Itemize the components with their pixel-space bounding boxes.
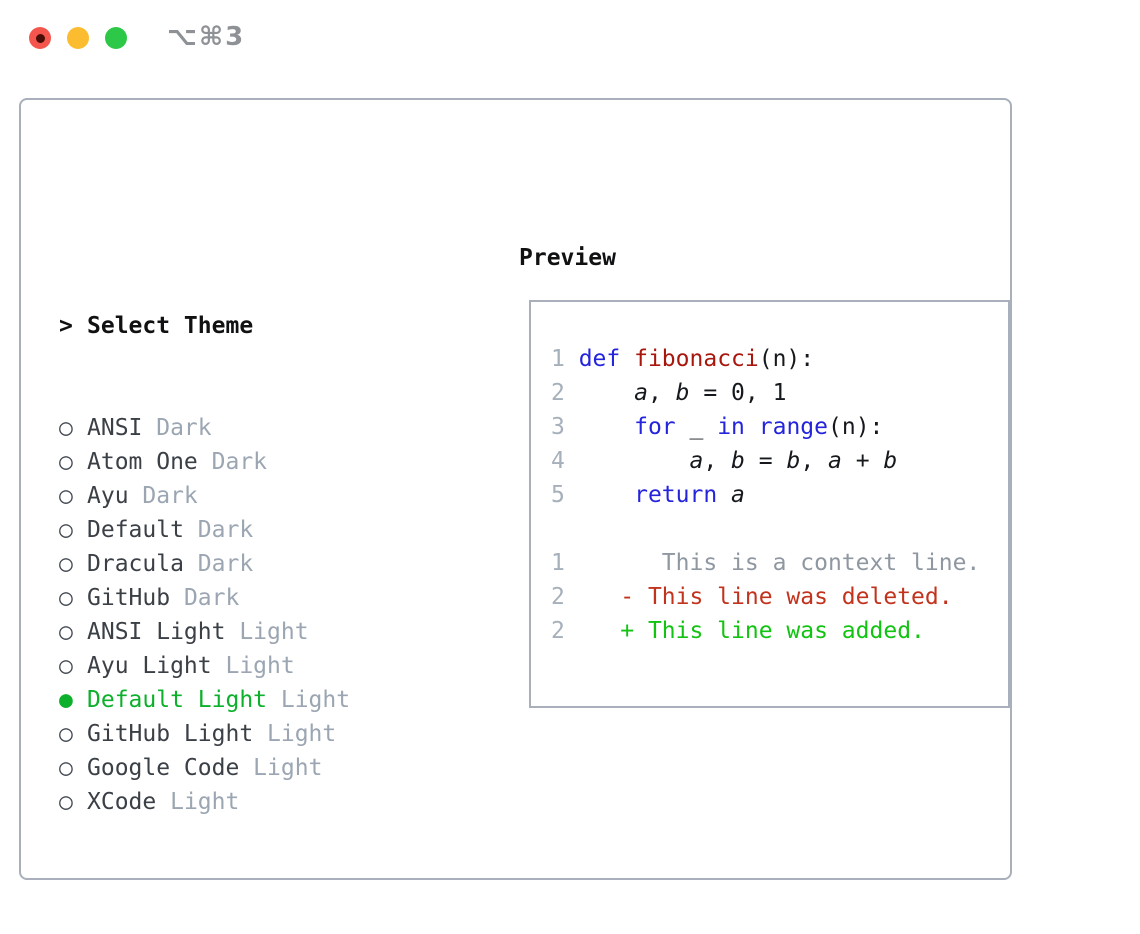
theme-item-ansi-light[interactable]: ○ ANSI Light Light	[59, 615, 447, 649]
theme-item-label: Ayu Light	[87, 653, 212, 679]
theme-item-label: Atom One	[87, 449, 198, 475]
theme-item-ayu[interactable]: ○ Ayu Dark	[59, 479, 447, 513]
traffic-lights	[29, 27, 127, 49]
theme-item-label: GitHub	[87, 585, 171, 611]
theme-item-label: ANSI Light	[87, 619, 226, 645]
theme-item-label: Dracula	[87, 551, 184, 577]
diff-line-context: 1 This is a context line.	[551, 546, 980, 580]
theme-item-github-light[interactable]: ○ GitHub Light Light	[59, 717, 447, 751]
theme-item-default[interactable]: ○ Default Dark	[59, 513, 447, 547]
preview-header-label: Preview	[519, 245, 616, 271]
spacer	[59, 887, 447, 921]
code-line: 5 return a	[551, 482, 745, 508]
diff-line-added: 2 + This line was added.	[551, 614, 980, 648]
diff-line-deleted: 2 - This line was deleted.	[551, 580, 980, 614]
close-button-icon[interactable]	[29, 27, 51, 49]
radio-icon: ○	[59, 755, 73, 781]
line-number: 5	[551, 482, 579, 508]
theme-item-variant: Dark	[183, 551, 254, 577]
theme-item-google-code[interactable]: ○ Google Code Light	[59, 751, 447, 785]
zoom-button-icon[interactable]	[105, 27, 127, 49]
theme-item-variant: Light	[267, 687, 351, 713]
main-panel: > Select Theme ○ ANSI Dark ○ Atom One Dark ○ A…	[19, 98, 1012, 880]
theme-list: ○ ANSI Dark ○ Atom One Dark ○ Ayu Dark ○ Defaul…	[59, 411, 447, 819]
theme-item-label: Default Light	[87, 687, 268, 713]
code-line: 4 a, b = b, a + b	[551, 448, 898, 474]
code-preview: 1 def fibonacci(n): 2 a, b = 0, 1 3 for _ …	[551, 342, 980, 648]
radio-selected-icon: ●	[59, 687, 73, 713]
theme-item-variant: Dark	[197, 449, 268, 475]
theme-item-label: Ayu	[87, 483, 129, 509]
prompt-icon: >	[59, 313, 73, 339]
theme-item-github[interactable]: ○ GitHub Dark	[59, 581, 447, 615]
theme-item-ayu-light[interactable]: ○ Ayu Light Light	[59, 649, 447, 683]
theme-list-header-label: Select Theme	[87, 313, 254, 339]
theme-item-variant: Light	[211, 653, 295, 679]
theme-item-xcode[interactable]: ○ XCode Light	[59, 785, 447, 819]
blank-line	[551, 512, 980, 546]
line-number: 1	[551, 550, 579, 576]
theme-item-variant: Dark	[170, 585, 240, 611]
line-number: 2	[551, 618, 579, 644]
line-number: 2	[551, 380, 579, 406]
line-number: 1	[551, 346, 579, 372]
radio-icon: ○	[59, 619, 73, 645]
theme-item-variant: Dark	[183, 517, 254, 543]
radio-icon: ○	[59, 449, 73, 475]
theme-item-label: GitHub Light	[87, 721, 254, 747]
radio-icon: ○	[59, 551, 73, 577]
theme-item-atom-one[interactable]: ○ Atom One Dark	[59, 445, 447, 479]
theme-item-dracula[interactable]: ○ Dracula Dark	[59, 547, 447, 581]
diff-text: - This line was deleted.	[578, 584, 953, 610]
radio-icon: ○	[59, 483, 73, 509]
radio-icon: ○	[59, 721, 73, 747]
radio-icon: ○	[59, 653, 73, 679]
radio-icon: ○	[59, 415, 73, 441]
window-title: ⌥⌘3	[167, 22, 246, 52]
theme-list-header: > Select Theme	[59, 309, 447, 343]
preview-box: 1 def fibonacci(n): 2 a, b = 0, 1 3 for _ …	[529, 300, 1010, 708]
minimize-button-icon[interactable]	[67, 27, 89, 49]
code-line: 2 a, b = 0, 1	[551, 380, 787, 406]
theme-item-variant: Light	[253, 721, 337, 747]
theme-item-variant: Dark	[142, 415, 212, 441]
theme-selector-column: > Select Theme ○ ANSI Dark ○ Atom One Dark ○ A…	[59, 241, 447, 934]
theme-item-variant: Dark	[128, 483, 198, 509]
theme-item-label: Google Code	[87, 755, 240, 781]
radio-icon: ○	[59, 585, 73, 611]
theme-item-variant: Light	[225, 619, 309, 645]
theme-item-variant: Light	[239, 755, 323, 781]
theme-item-label: XCode	[87, 789, 157, 815]
code-line: 1 def fibonacci(n):	[551, 346, 815, 372]
line-number: 3	[551, 414, 579, 440]
radio-icon: ○	[59, 789, 73, 815]
code-line: 3 for _ in range(n):	[551, 414, 884, 440]
theme-item-ansi[interactable]: ○ ANSI Dark	[59, 411, 447, 445]
diff-text: + This line was added.	[578, 618, 925, 644]
line-number: 2	[551, 584, 579, 610]
theme-item-label: Default	[87, 517, 184, 543]
radio-icon: ○	[59, 517, 73, 543]
theme-item-label: ANSI	[87, 415, 143, 441]
line-number: 4	[551, 448, 579, 474]
theme-item-default-light[interactable]: ● Default Light Light	[59, 683, 447, 717]
close-inner-dot-icon	[35, 33, 45, 43]
diff-text: This is a context line.	[578, 550, 981, 576]
theme-item-variant: Light	[156, 789, 240, 815]
